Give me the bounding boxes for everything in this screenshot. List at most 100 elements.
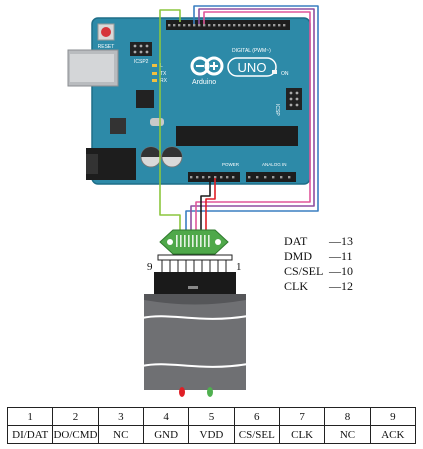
breakout-pin-label-mark: [176, 235, 178, 247]
arduino-logo: [190, 56, 224, 76]
led-tx-label: TX: [160, 71, 167, 77]
on-label: ON: [281, 71, 289, 77]
pin-function-cell: NC: [97, 425, 144, 444]
pin-number-cell: 3: [97, 407, 144, 426]
header-pin-hole: [178, 24, 181, 27]
digital-label: DIGITAL (PWM~): [232, 48, 271, 54]
led-rx-label: RX: [160, 78, 168, 84]
header-pin-hole: [214, 176, 217, 179]
header-pin-hole: [193, 24, 196, 27]
header-pin-hole: [264, 176, 267, 179]
voltage-regulator: [110, 118, 126, 134]
header-pin-hole: [280, 176, 283, 179]
legend-signal: CLK: [284, 279, 308, 293]
header-pin-hole: [173, 24, 176, 27]
header-pin-hole: [256, 176, 259, 179]
header-pin-hole: [248, 24, 251, 27]
header-pin-hole: [263, 24, 266, 27]
header-pin-hole: [228, 24, 231, 27]
header-pin-hole: [288, 176, 291, 179]
wire-green: [159, 9, 181, 232]
analog-label: ANALOG IN: [262, 162, 287, 167]
header-pin-hole: [273, 24, 276, 27]
connector-pins: [161, 260, 227, 272]
wire-red: [205, 178, 216, 232]
header-pin-hole: [243, 24, 246, 27]
breakout-board: [159, 229, 229, 255]
pinout-table: 1 2 3 4 5 6 7 8 9 DI/DAT DO/CMD NC GND V…: [6, 407, 417, 444]
header-pin-hole: [202, 176, 205, 179]
pin-number-cell: 8: [324, 407, 371, 426]
pin-function-cell: CLK: [278, 425, 326, 444]
icsp2-header: [130, 42, 152, 56]
header-pin-hole: [283, 24, 286, 27]
header-pin-hole: [258, 24, 261, 27]
header-pin-hole: [268, 24, 271, 27]
pin-number-cell: 1: [6, 407, 54, 426]
pin-function-cell: NC: [324, 425, 371, 444]
wiring-legend: DAT —13 DMD —11 CS/SEL —10 CLK —12: [284, 234, 353, 294]
header-pin-hole: [218, 24, 221, 27]
pin-number-cell: 7: [278, 407, 326, 426]
legend-pin: —13: [329, 234, 353, 248]
arduino-uno-board: RESET ICSP2 DIGITAL (PWM~) UNO Arduino O…: [67, 17, 311, 185]
header-pin-hole: [190, 176, 193, 179]
legend-signal: DMD: [284, 249, 313, 263]
connector-pin-strip: [157, 254, 233, 261]
breakout-pin-label-mark: [188, 235, 190, 247]
header-pin-hole: [238, 24, 241, 27]
legend-pin: —12: [329, 279, 353, 293]
connector-plug: [154, 272, 236, 294]
header-pin-hole: [196, 176, 199, 179]
header-pin-hole: [203, 24, 206, 27]
pin-function-cell: ACK: [369, 425, 417, 444]
on-led: [272, 70, 277, 74]
capacitor-left: [140, 146, 162, 168]
breakout-pin-label-mark: [200, 235, 202, 247]
dc-jack-front: [86, 154, 98, 174]
header-pin-hole: [278, 24, 281, 27]
led-l: [152, 64, 157, 67]
pin-number-row: 1 2 3 4 5 6 7 8 9: [6, 407, 417, 426]
model-label: UNO: [238, 60, 267, 75]
capacitor-right: [161, 146, 183, 168]
digital-header-pins: [168, 24, 286, 27]
led-tx: [152, 72, 157, 75]
header-pin-hole: [232, 176, 235, 179]
legend-row-cs-sel: CS/SEL —10: [284, 264, 353, 279]
header-pin-hole: [272, 176, 275, 179]
header-pin-hole: [253, 24, 256, 27]
led-red: [179, 387, 185, 397]
header-pin-hole: [183, 24, 186, 27]
header-pin-hole: [233, 24, 236, 27]
connector-left-pin-label: 9: [147, 261, 153, 273]
pin-function-cell: CS/SEL: [233, 425, 280, 444]
header-pin-hole: [226, 176, 229, 179]
wire-blue: [185, 5, 319, 232]
icsp-label: ICSP: [274, 104, 280, 116]
pin-function-row: DI/DAT DO/CMD NC GND VDD CS/SEL CLK NC A…: [6, 425, 417, 444]
usb-chip: [136, 90, 154, 108]
breakout-pin-labels: [176, 235, 210, 247]
pin-number-cell: 9: [369, 407, 417, 426]
analog-header: [246, 172, 296, 182]
pin-number-cell: 2: [52, 407, 99, 426]
header-pin-hole: [208, 24, 211, 27]
reset-button-cap: [101, 27, 111, 37]
pin-number-cell: 6: [233, 407, 280, 426]
pin-function-cell: GND: [142, 425, 190, 444]
wire-purple: [190, 8, 315, 232]
breakout-pin-label-mark: [196, 235, 198, 247]
connector-notch: [188, 286, 198, 289]
header-pin-hole: [208, 176, 211, 179]
power-label: POWER: [222, 162, 240, 167]
header-pin-hole: [248, 176, 251, 179]
controller-body: [141, 294, 249, 397]
breakout-pin-label-mark: [192, 235, 194, 247]
pin-function-cell: VDD: [188, 425, 235, 444]
cable-break-top: [141, 315, 249, 320]
led-green: [207, 387, 213, 397]
pin-number-cell: 5: [188, 407, 235, 426]
legend-row-dmd: DMD —11: [284, 249, 353, 264]
